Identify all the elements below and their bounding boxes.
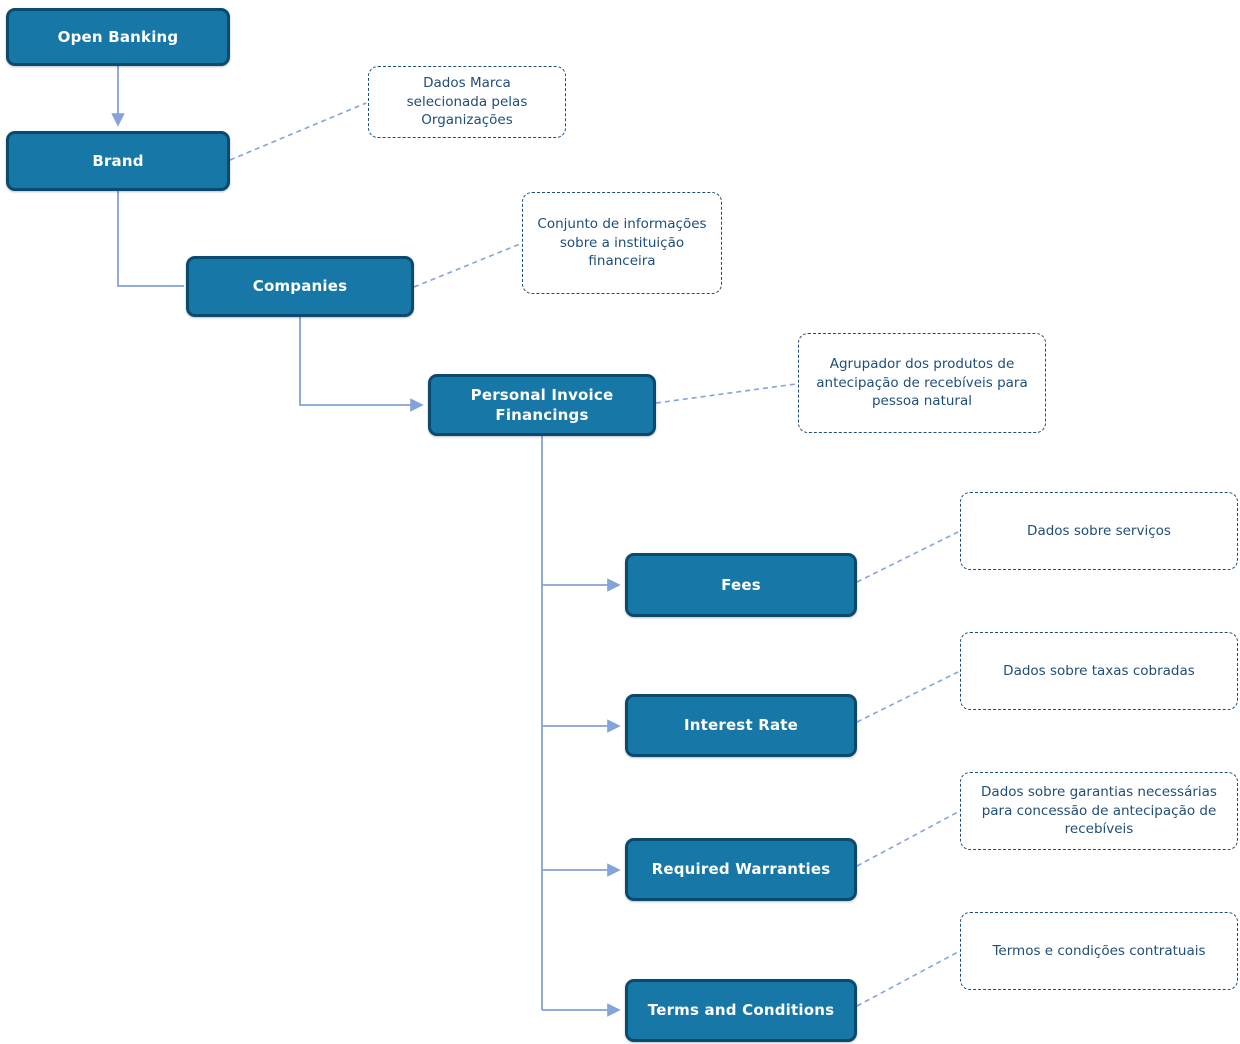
node-required-warranties: Required Warranties: [625, 838, 857, 901]
annotation-text: Termos e condições contratuais: [992, 942, 1206, 959]
node-label: Companies: [252, 277, 348, 296]
node-fees: Fees: [625, 553, 857, 617]
annotation-fees: Dados sobre serviços: [960, 492, 1238, 570]
annotation-text: Conjunto de informações sobre a institui…: [537, 215, 707, 270]
node-terms-and-conditions: Terms and Conditions: [625, 979, 857, 1042]
annotation-text: Agrupador dos produtos de antecipação de…: [816, 355, 1028, 410]
node-label: Fees: [721, 575, 761, 594]
node-label: Open Banking: [57, 27, 179, 46]
node-companies: Companies: [186, 256, 414, 317]
annotation-text: Dados sobre serviços: [1027, 522, 1171, 539]
annotation-brand: Dados Marca selecionada pelas Organizaçõ…: [368, 66, 566, 138]
annotation-text: Dados sobre garantias necessárias para c…: [981, 783, 1217, 838]
annotation-text: Dados sobre taxas cobradas: [1003, 662, 1195, 679]
annotation-interest-rate: Dados sobre taxas cobradas: [960, 632, 1238, 710]
node-label: Interest Rate: [683, 716, 799, 735]
node-label: Required Warranties: [651, 860, 831, 879]
annotation-terms-and-conditions: Termos e condições contratuais: [960, 912, 1238, 990]
node-brand: Brand: [6, 131, 230, 191]
annotation-companies: Conjunto de informações sobre a institui…: [522, 192, 722, 294]
annotation-connectors: [229, 102, 959, 1007]
annotation-required-warranties: Dados sobre garantias necessárias para c…: [960, 772, 1238, 850]
annotation-personal-invoice-financings: Agrupador dos produtos de antecipação de…: [798, 333, 1046, 433]
node-open-banking: Open Banking: [6, 8, 230, 66]
tree-connectors: [111, 66, 621, 1017]
node-label: Terms and Conditions: [647, 1001, 835, 1020]
node-personal-invoice-financings: Personal Invoice Financings: [428, 374, 656, 436]
node-label: Brand: [92, 151, 144, 170]
node-interest-rate: Interest Rate: [625, 694, 857, 757]
annotation-text: Dados Marca selecionada pelas Organizaçõ…: [406, 74, 528, 129]
node-label: Personal Invoice Financings: [470, 385, 614, 424]
